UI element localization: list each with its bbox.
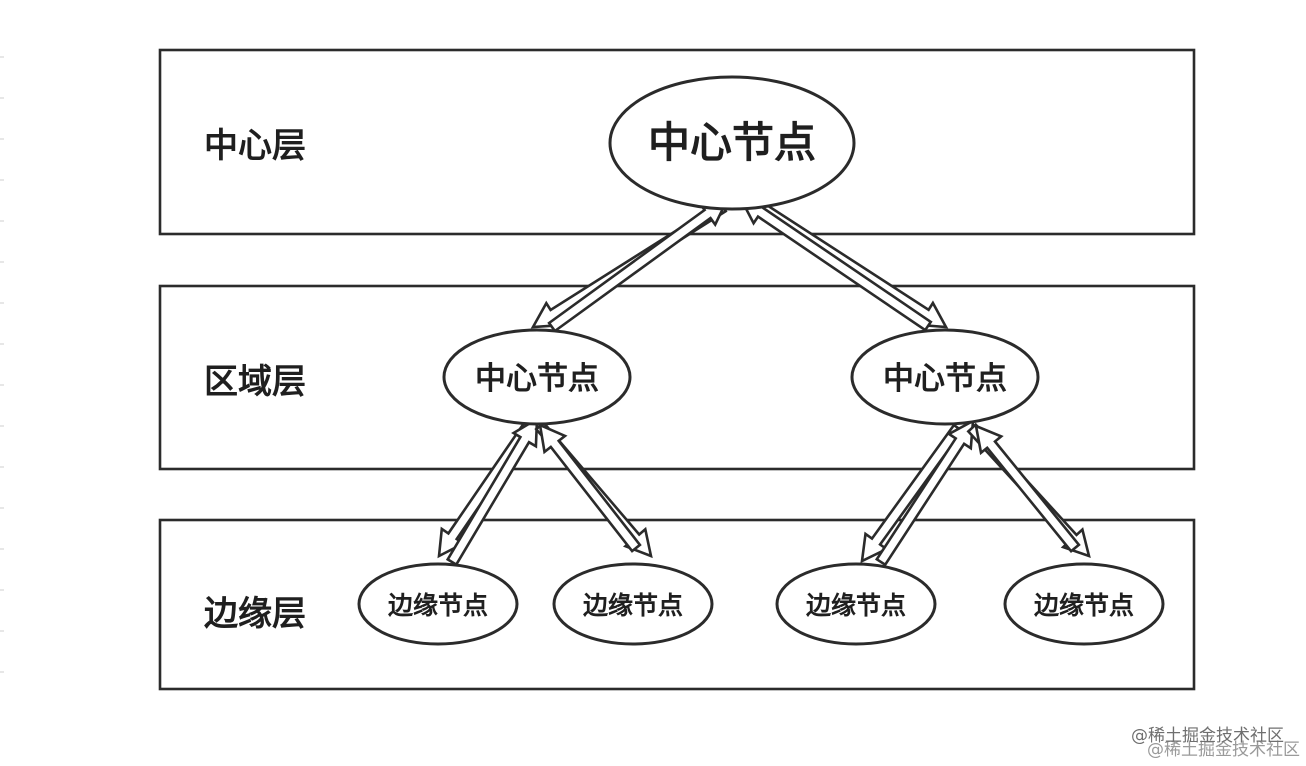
arrow-edge-4-to-region-right (974, 423, 1081, 554)
region-node-right-ellipse (850, 328, 1040, 426)
edge-node-1-ellipse (357, 562, 519, 646)
region-node-right: 中心节点 (850, 328, 1040, 426)
region-node-right-label: 中心节点 (883, 361, 1007, 397)
arrow-edge-3-to-region-right (874, 418, 975, 567)
arrow-edge-1-to-region-left (445, 416, 539, 567)
edge-node-1-label: 边缘节点 (388, 591, 488, 620)
edge-node-1: 边缘节点 (357, 562, 519, 646)
edge-node-2-ellipse (552, 562, 714, 646)
edge-node-4: 边缘节点 (1003, 562, 1165, 646)
edge-node-2-label: 边缘节点 (583, 591, 683, 620)
edge-node-4-label: 边缘节点 (1034, 591, 1134, 620)
connection-arrows (437, 197, 1091, 567)
edge-layer-label: 边缘层 (204, 594, 306, 634)
region-node-left-ellipse (442, 328, 632, 426)
center-layer-label: 中心层 (204, 126, 306, 166)
center-node-label: 中心节点 (648, 118, 816, 167)
region-layer-label: 区域层 (204, 362, 306, 402)
edge-node-2: 边缘节点 (552, 562, 714, 646)
edge-node-4-ellipse (1003, 562, 1165, 646)
arrow-edge-2-to-region-left (538, 422, 642, 553)
left-edge-ticks (0, 56, 4, 673)
edge-node-3: 边缘节点 (775, 562, 937, 646)
edge-node-3-ellipse (775, 562, 937, 646)
region-node-left-label: 中心节点 (475, 361, 599, 397)
edge-node-3-label: 边缘节点 (806, 591, 906, 620)
watermark: @稀土掘金技术社区 (1131, 726, 1284, 746)
watermark-shadow: @稀土掘金技术社区 (1147, 740, 1300, 760)
center-node-ellipse (608, 75, 856, 211)
center-node: 中心节点 (608, 75, 856, 211)
region-node-left: 中心节点 (442, 328, 632, 426)
